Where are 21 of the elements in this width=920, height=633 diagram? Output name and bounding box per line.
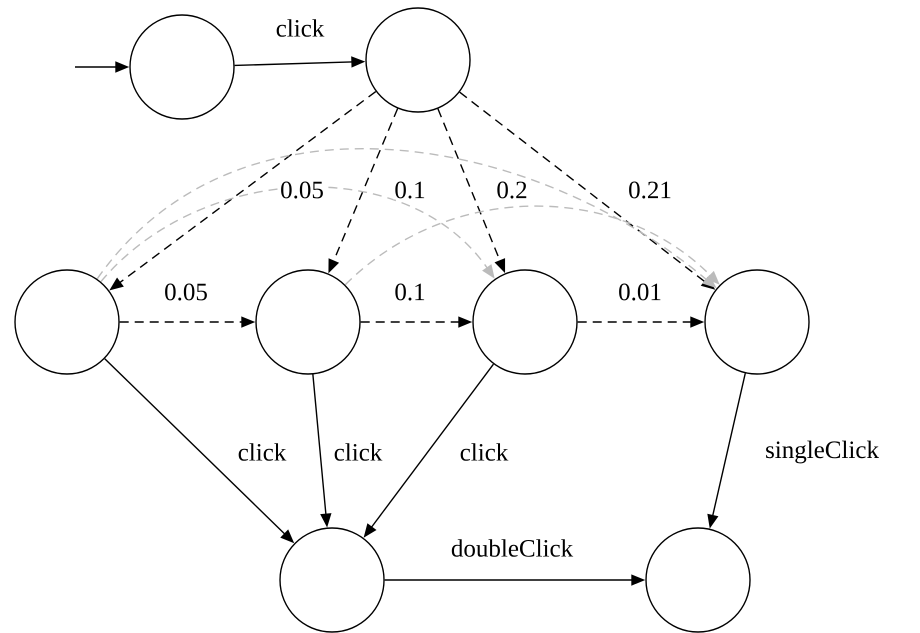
edge-label: click <box>458 442 510 462</box>
edge-label: 0.1 <box>393 180 427 200</box>
state-circle <box>472 269 578 375</box>
edge-label: click <box>274 18 326 38</box>
edge-label: click <box>332 442 384 462</box>
edge-label: 0.01 <box>617 282 663 302</box>
state-circle <box>129 14 235 120</box>
state-circle <box>279 527 385 633</box>
edge-label: singleClick <box>764 440 880 464</box>
state-circle <box>14 269 120 375</box>
state-circle <box>704 269 810 375</box>
state-circle <box>365 7 471 113</box>
edge-label: click <box>236 442 288 462</box>
edge-label: doubleClick <box>450 538 574 558</box>
edge-label: 0.2 <box>495 180 529 200</box>
state-circle <box>645 527 751 633</box>
state-circle <box>255 269 361 375</box>
edge-label: 0.1 <box>393 282 427 302</box>
edge-label: 0.21 <box>627 180 673 200</box>
edge-label: 0.05 <box>163 282 209 302</box>
edge-label: 0.05 <box>279 180 325 200</box>
